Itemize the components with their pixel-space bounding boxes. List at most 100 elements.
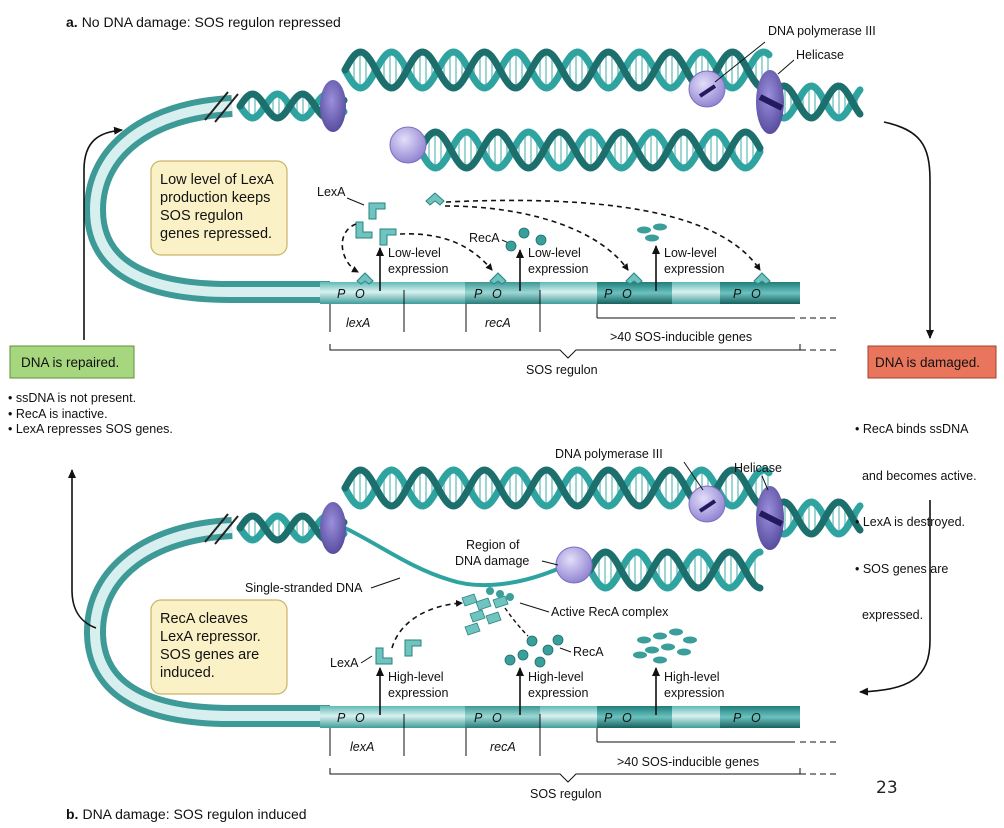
note-a-line-1: Low level of LexA: [160, 172, 274, 188]
expression-label-sos-b-2: expression: [664, 686, 724, 700]
regulon-label-a: SOS regulon: [526, 363, 598, 377]
dna-repaired-label: DNA is repaired.: [21, 355, 119, 370]
panel-b: b.DNA damage: SOS regulon induced DNA po…: [66, 447, 864, 822]
note-b-line-3: SOS genes are: [160, 647, 259, 663]
svg-text:P: P: [733, 287, 742, 301]
svg-text:O: O: [355, 711, 365, 725]
gene-boundaries-b: [329, 714, 598, 756]
dna-strip-b: [320, 706, 800, 728]
regulon-bracket-a: [329, 344, 801, 359]
gene-boundaries-a: [329, 290, 598, 332]
bound-reca: [486, 587, 514, 601]
damaged-note-2: and becomes active.: [855, 468, 977, 483]
reca-label: RecA: [469, 231, 500, 245]
dna-polymerase-stalled: [555, 546, 593, 584]
reca-label-b: RecA: [573, 645, 604, 659]
helicase-label: Helicase: [796, 48, 844, 62]
dna-polymerase-label: DNA polymerase III: [768, 24, 876, 38]
dna-backbone: [416, 128, 764, 172]
polymerase-clamp-b: [320, 502, 346, 554]
repaired-note-3: • LexA represses SOS genes.: [8, 422, 173, 436]
svg-text:O: O: [622, 711, 632, 725]
lexa-dimers: [355, 192, 771, 285]
dna-backbone: [586, 548, 764, 592]
dna-polymerase-label-b: DNA polymerase III: [555, 447, 663, 461]
dna-damaged-label: DNA is damaged.: [875, 355, 980, 370]
cycle: DNA is repaired. DNA is damaged.: [9, 121, 997, 696]
break-mark-b: [204, 513, 239, 545]
single-stranded-dna: [344, 526, 561, 588]
polymerase-clamp: [320, 80, 346, 132]
note-a-line-3: SOS regulon: [160, 208, 243, 224]
repaired-note-1: • ssDNA is not present.: [8, 391, 137, 405]
svg-text:O: O: [622, 287, 632, 301]
sos-genes-label-b: >40 SOS-inducible genes: [617, 755, 759, 769]
reca-molecules-b: [504, 634, 564, 668]
repaired-note-2: • RecA is inactive.: [8, 406, 108, 421]
single-stranded-label: Single-stranded DNA: [245, 581, 363, 595]
lexa-label: LexA: [317, 185, 346, 199]
region-damage-label-1: Region of: [466, 538, 520, 552]
panel-a-caption: a.No DNA damage: SOS regulon repressed: [66, 14, 341, 30]
expression-label-reca: Low-level: [528, 246, 581, 260]
svg-text:O: O: [492, 287, 502, 301]
expression-label-reca-b: High-level: [528, 670, 584, 684]
dna-backbone: [766, 82, 864, 122]
dna-backbone: [766, 498, 864, 538]
expression-label-sos-2: expression: [664, 262, 724, 276]
sos-products-a: [637, 223, 667, 242]
svg-text:O: O: [492, 711, 502, 725]
gene-reca-a: recA: [485, 316, 511, 330]
lexa-to-reca-path: [391, 599, 463, 649]
expression-label-lexa-2: expression: [388, 262, 448, 276]
dna-backbone: [416, 128, 764, 172]
expression-label-reca-b-2: expression: [528, 686, 588, 700]
damaged-notes: • RecA binds ssDNA and becomes active. •…: [855, 391, 977, 639]
svg-text:O: O: [751, 287, 761, 301]
damaged-note-4: • SOS genes are: [855, 561, 949, 576]
damaged-to-b-arrow: [859, 500, 931, 696]
b-to-repaired-arrow: [68, 469, 97, 629]
regulon-bracket-b: [329, 768, 801, 783]
expression-label-sos: Low-level: [664, 246, 717, 260]
repaired-to-a-arrow: [83, 126, 123, 340]
gene-lexa-a: lexA: [346, 316, 370, 330]
dna-strip: [320, 282, 800, 304]
region-damage-label-2: DNA damage: [455, 554, 529, 568]
active-reca-complex: [461, 593, 509, 636]
lexa-label-b: LexA: [330, 656, 359, 670]
dna-polymerase-iii-lagging: [389, 126, 427, 164]
svg-text:P: P: [733, 711, 742, 725]
svg-text:P: P: [337, 287, 346, 301]
svg-text:P: P: [604, 287, 613, 301]
panel-a: a.No DNA damage: SOS regulon repressed D…: [66, 14, 876, 377]
reca-molecules: [505, 227, 547, 252]
svg-text:P: P: [474, 287, 483, 301]
svg-text:P: P: [337, 711, 346, 725]
note-b-line-1: RecA cleaves: [160, 611, 248, 627]
gene-lexa-b: lexA: [350, 740, 374, 754]
lexa-dimers-b: [375, 639, 422, 665]
expression-label-sos-b: High-level: [664, 670, 720, 684]
svg-text:P: P: [474, 711, 483, 725]
dna-damaged-box: [867, 345, 997, 379]
expression-label-reca-2: expression: [528, 262, 588, 276]
repaired-notes: • ssDNA is not present. • RecA is inacti…: [8, 391, 173, 438]
note-b-line-2: LexA repressor.: [160, 629, 261, 645]
dna-backbone: [341, 48, 773, 92]
damaged-note-5: expressed.: [855, 608, 924, 622]
break-mark: [204, 91, 239, 123]
dna-backbone: [766, 498, 864, 538]
expression-label-lexa-b-2: expression: [388, 686, 448, 700]
note-a-line-4: genes repressed.: [160, 226, 272, 242]
expression-label-lexa: Low-level: [388, 246, 441, 260]
regulon-label-b: SOS regulon: [530, 787, 602, 801]
note-box-b: [150, 599, 288, 695]
gene-reca-b: recA: [490, 740, 516, 754]
svg-text:P: P: [604, 711, 613, 725]
damaged-note-3: • LexA is destroyed.: [855, 515, 965, 529]
lexa-binding-paths: [341, 199, 761, 273]
dna-repaired-box: [9, 345, 135, 379]
